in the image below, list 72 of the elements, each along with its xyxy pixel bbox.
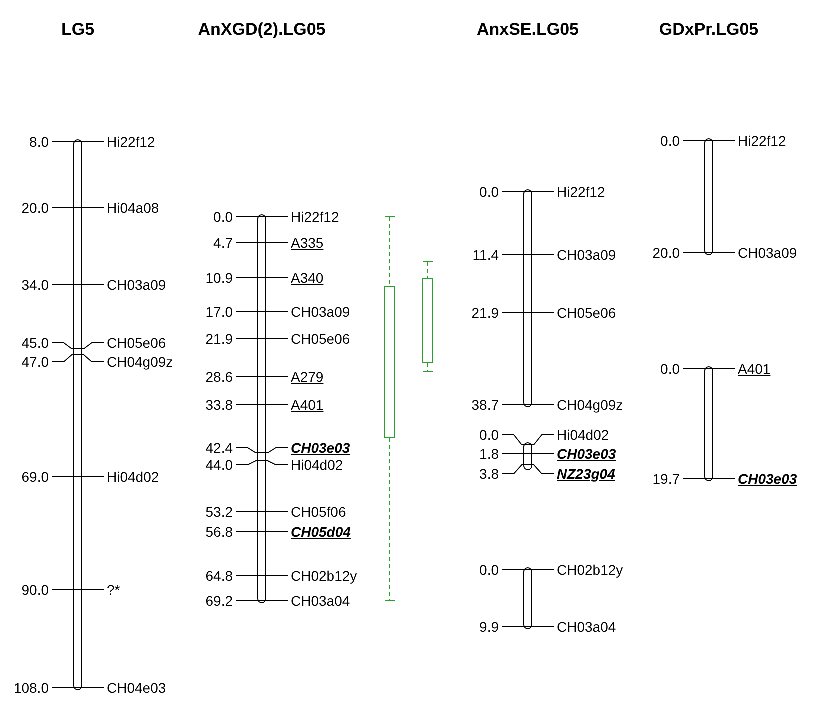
marker-name: A401 xyxy=(291,397,324,413)
marker-name: CH03a04 xyxy=(557,619,616,635)
position-value: 9.9 xyxy=(480,619,499,635)
marker-name: CH05e06 xyxy=(291,331,350,347)
position-value: 64.8 xyxy=(206,568,233,584)
position-value: 45.0 xyxy=(22,335,49,351)
position-value: 4.7 xyxy=(214,235,233,251)
marker-name: CH05e06 xyxy=(557,305,616,321)
map-title: AnXGD(2).LG05 xyxy=(198,20,326,40)
marker-name: CH03e03 xyxy=(738,471,798,487)
marker-name: Hi04a08 xyxy=(107,200,160,216)
position-value: 0.0 xyxy=(480,562,499,578)
position-value: 33.8 xyxy=(206,397,233,413)
marker-name: Hi22f12 xyxy=(557,184,606,200)
position-value: 17.0 xyxy=(206,304,233,320)
position-value: 0.0 xyxy=(660,361,680,377)
marker-name: CH05f06 xyxy=(291,504,346,520)
marker-name: CH05d04 xyxy=(291,524,351,540)
marker-name: CH02b12y xyxy=(291,568,358,584)
marker-name: CH03a09 xyxy=(738,245,798,261)
marker-name: Hi04d02 xyxy=(557,427,610,443)
marker-name: Hi22f12 xyxy=(291,209,340,225)
marker-name: CH03a09 xyxy=(107,277,166,293)
marker-name: Hi22f12 xyxy=(107,134,156,150)
position-value: 47.0 xyxy=(22,354,49,370)
marker-name: ?* xyxy=(107,582,120,598)
position-value: 20.0 xyxy=(22,200,49,216)
marker-name: CH03a04 xyxy=(291,593,350,609)
position-value: 0.0 xyxy=(480,184,499,200)
marker-name: CH03e03 xyxy=(557,446,616,462)
position-value: 21.9 xyxy=(206,331,233,347)
position-value: 10.9 xyxy=(206,270,233,286)
position-value: 44.0 xyxy=(206,457,233,473)
position-value: 53.2 xyxy=(206,504,233,520)
position-value: 11.4 xyxy=(472,247,499,263)
marker-name: NZ23g04 xyxy=(557,466,616,482)
map-title: GDxPr.LG05 xyxy=(659,20,759,40)
marker-name: Hi22f12 xyxy=(738,133,786,149)
marker-name: CH03e03 xyxy=(291,440,350,456)
marker-name: Hi04d02 xyxy=(107,469,160,485)
position-value: 0.0 xyxy=(660,133,680,149)
position-value: 108.0 xyxy=(14,680,49,696)
map-title: LG5 xyxy=(61,20,95,40)
position-value: 28.6 xyxy=(206,369,233,385)
position-value: 42.4 xyxy=(206,440,233,456)
position-value: 19.7 xyxy=(652,471,680,487)
position-value: 0.0 xyxy=(480,427,499,443)
marker-name: CH03a09 xyxy=(291,304,350,320)
position-value: 21.9 xyxy=(472,305,499,321)
position-value: 56.8 xyxy=(206,524,233,540)
position-value: 8.0 xyxy=(30,134,49,150)
position-value: 0.0 xyxy=(214,209,233,225)
map-title: AnxSE.LG05 xyxy=(476,20,580,40)
marker-name: A279 xyxy=(291,369,324,385)
marker-name: CH02b12y xyxy=(557,562,624,578)
marker-name: CH03a09 xyxy=(557,247,616,263)
position-value: 38.7 xyxy=(472,397,499,413)
position-value: 69.2 xyxy=(206,593,233,609)
position-value: 1.8 xyxy=(480,446,499,462)
marker-name: CH05e06 xyxy=(107,335,166,351)
position-value: 20.0 xyxy=(652,245,680,261)
marker-name: Hi04d02 xyxy=(291,457,344,473)
marker-name: A401 xyxy=(738,361,771,377)
marker-name: A340 xyxy=(291,270,324,286)
position-value: 34.0 xyxy=(22,277,49,293)
position-value: 3.8 xyxy=(480,466,499,482)
position-value: 69.0 xyxy=(22,469,49,485)
position-value: 90.0 xyxy=(22,582,49,598)
marker-name: CH04g09z xyxy=(107,354,174,370)
marker-name: CH04e03 xyxy=(107,680,166,696)
marker-name: A335 xyxy=(291,235,324,251)
marker-name: CH04g09z xyxy=(557,397,624,413)
